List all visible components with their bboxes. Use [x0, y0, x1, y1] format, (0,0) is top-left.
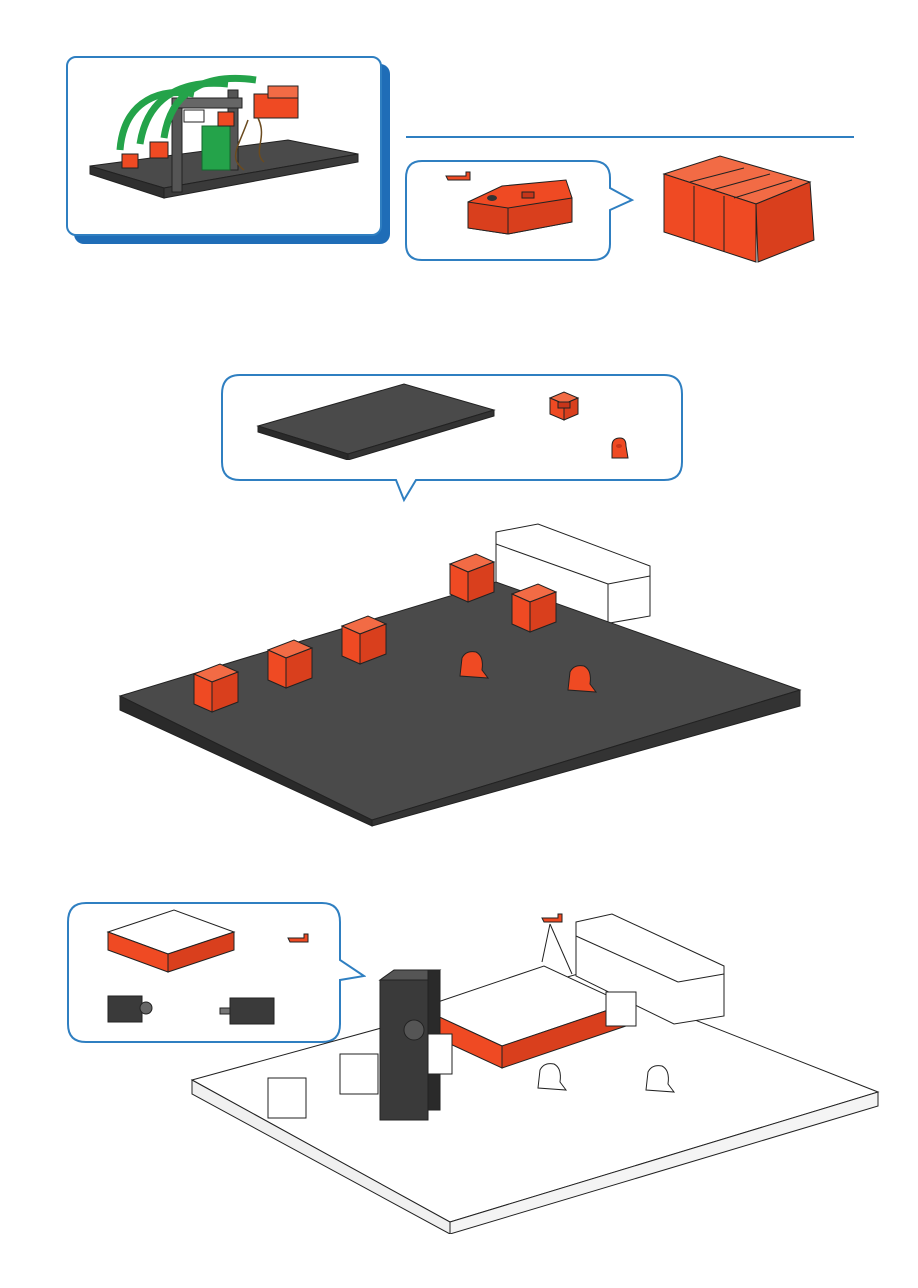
building-block [268, 640, 312, 688]
building-block [450, 554, 494, 602]
model-preview-card [66, 56, 382, 236]
building-block [342, 616, 386, 664]
building-block [194, 664, 238, 712]
controller-assembly [188, 904, 888, 1234]
section-divider [406, 136, 854, 138]
battery-box-icon [660, 152, 822, 266]
baseplate-icon [254, 380, 498, 460]
building-block-icon [546, 390, 582, 422]
building-block [512, 584, 556, 632]
battery-holder-icon [462, 172, 578, 242]
angle-block-icon [608, 436, 632, 460]
finished-model-illustration [68, 58, 380, 234]
baseplate-assembly [116, 520, 820, 828]
mini-switch-icon [104, 990, 158, 1026]
